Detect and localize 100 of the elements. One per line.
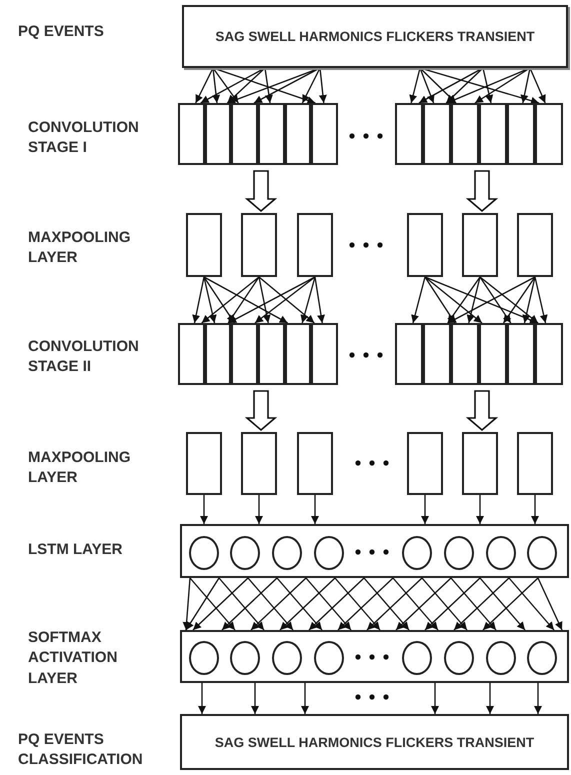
pooling-unit-box (407, 432, 443, 495)
arrow (334, 578, 380, 630)
arrow (203, 276, 217, 324)
arrow (486, 683, 494, 714)
arrow (502, 276, 536, 324)
neuron-circle (189, 536, 219, 570)
block-arrow (466, 390, 498, 432)
arrow (302, 68, 321, 104)
feature-map-cell (231, 103, 258, 165)
arrow (479, 276, 512, 324)
arrow (264, 68, 273, 104)
feature-map-cell (451, 323, 479, 385)
arrow (474, 67, 530, 104)
arrow (250, 578, 306, 630)
arrow (201, 276, 260, 324)
feature-map-cell (535, 103, 563, 165)
arrow (531, 495, 539, 524)
arrow (534, 276, 548, 324)
neuron-circle (314, 536, 344, 570)
arrow (301, 683, 309, 714)
arrow (222, 578, 278, 630)
arrow (226, 68, 266, 104)
arrow (255, 495, 263, 524)
layer-label: PQ EVENTS CLASSIFICATION (18, 730, 144, 770)
arrow (421, 495, 429, 524)
arrow (419, 68, 434, 104)
feature-map-cell (479, 323, 507, 385)
layer-label: MAXPOOLING LAYER (28, 448, 132, 488)
pooling-unit-box (186, 213, 222, 277)
arrow (508, 578, 554, 630)
feature-map-cell (311, 323, 338, 385)
feature-map-cell (451, 103, 479, 165)
arrow (306, 578, 352, 630)
feature-map-cell (178, 103, 205, 165)
arrow (182, 578, 191, 630)
pooling-unit-box (517, 432, 553, 495)
event-types-text: SAG SWELL HARMONICS FLICKERS TRANSIENT (215, 29, 535, 44)
arrow (258, 276, 271, 324)
feature-map-cell (395, 103, 423, 165)
arrow (311, 495, 319, 524)
arrow (392, 578, 438, 630)
feature-map-cell (258, 103, 285, 165)
arrow (318, 68, 327, 104)
arrow (480, 276, 538, 324)
feature-map-cell (284, 323, 312, 385)
layer-band (180, 524, 569, 578)
neuron-circle (486, 536, 516, 570)
layer-band (180, 630, 569, 683)
feature-map-cell (284, 103, 312, 165)
arrow (448, 276, 536, 324)
block-arrow (244, 170, 278, 212)
neuron-circle (189, 641, 219, 675)
neuron-circle (402, 641, 432, 675)
arrow (420, 68, 456, 104)
block-arrow (244, 390, 278, 432)
pooling-unit-box (297, 213, 333, 277)
feature-map-cell (258, 323, 285, 385)
pooling-unit-box (407, 213, 443, 277)
feature-map-cell (311, 103, 338, 165)
arrow (198, 683, 206, 714)
feature-map-cell (535, 323, 563, 385)
arrow (195, 68, 214, 104)
arrow (192, 276, 205, 324)
feature-map-cell (423, 323, 451, 385)
neuron-circle (444, 641, 474, 675)
arrow (228, 276, 316, 324)
neuron-circle (527, 536, 557, 570)
arrow (424, 276, 538, 324)
arrow (422, 578, 468, 630)
pooling-unit-box (186, 432, 222, 495)
neuron-circle (402, 536, 432, 570)
feature-map-cell (395, 323, 423, 385)
arrow (482, 68, 494, 104)
arrow (212, 68, 239, 104)
arrow (200, 495, 208, 524)
neuron-circle (314, 641, 344, 675)
arrow (476, 495, 484, 524)
feature-map-cell (204, 323, 232, 385)
feature-map-cell (423, 103, 451, 165)
arrow (411, 276, 426, 324)
arrow (520, 68, 531, 104)
pooling-unit-box (297, 432, 333, 495)
arrow (431, 683, 439, 714)
layer-label: MAXPOOLING LAYER (28, 228, 132, 268)
arrow (364, 578, 410, 630)
arrow (482, 578, 538, 630)
output-box (180, 714, 569, 770)
neuron-circle (444, 536, 474, 570)
arrow (466, 276, 481, 324)
neuron-circle (230, 536, 260, 570)
pooling-unit-box (517, 213, 553, 277)
pooling-unit-box (241, 432, 277, 495)
arrow (185, 578, 220, 630)
input-box (182, 5, 568, 68)
arrow (396, 578, 452, 630)
feature-map-cell (507, 323, 535, 385)
arrow (228, 276, 260, 324)
arrow (300, 276, 316, 324)
feature-map-cell (178, 323, 205, 385)
arrow (212, 68, 220, 104)
